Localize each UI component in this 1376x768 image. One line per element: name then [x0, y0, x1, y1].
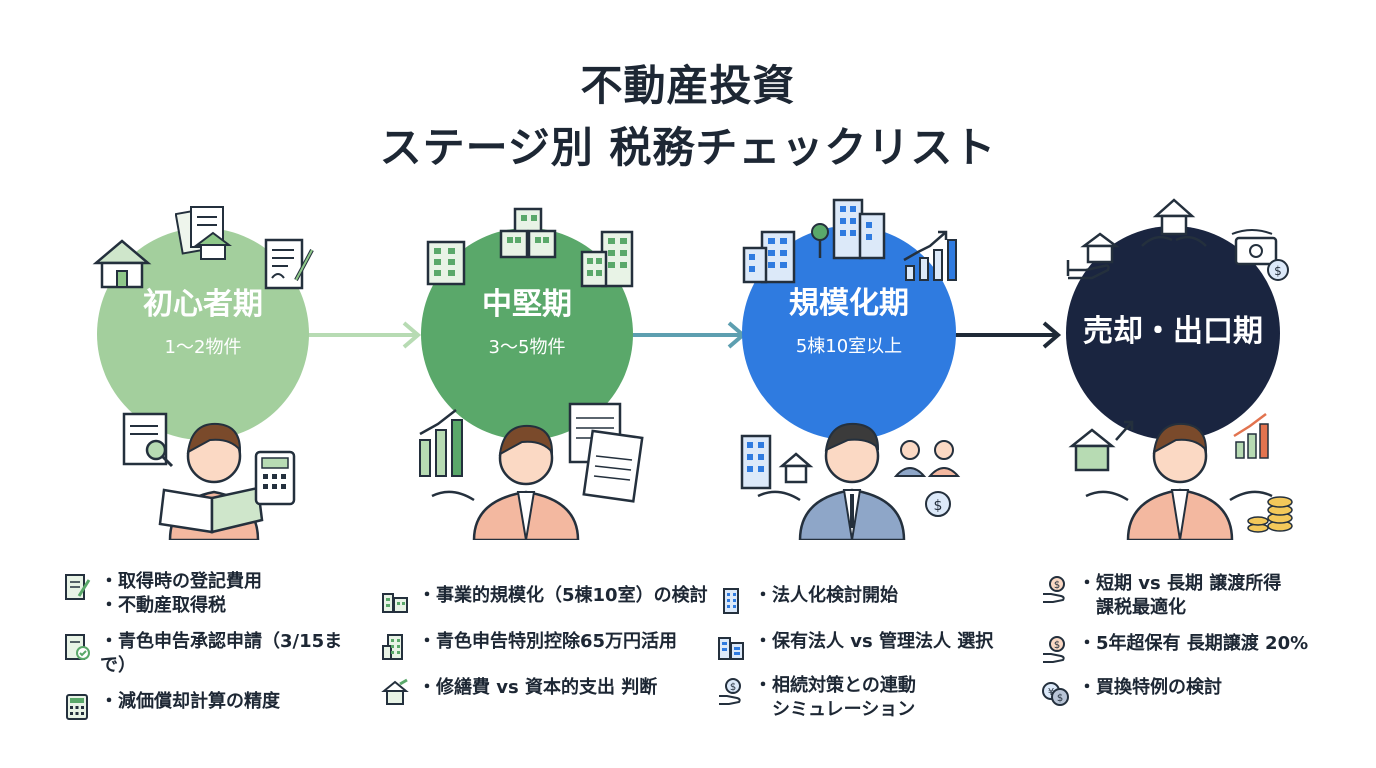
document-check-icon: [65, 634, 90, 660]
apartment-building-icon: [426, 240, 466, 286]
document-pen-icon: [65, 574, 91, 600]
arrow-3: [952, 321, 1062, 349]
stage-name: 規模化期: [789, 286, 909, 321]
svg-text:$: $: [1274, 264, 1282, 278]
stage-name: 中堅期: [482, 287, 572, 322]
person-exit-icon: [1068, 413, 1293, 540]
checklist-text: 保有法人 vs 管理法人 選択: [754, 630, 993, 654]
person-reading-icon: [122, 412, 296, 540]
checklist-item: 取得時の登記費用不動産取得税: [62, 570, 362, 618]
checklist-item: 青色申告承認申請（3/15まで）: [62, 630, 362, 678]
city-buildings-icon: [580, 230, 634, 288]
checklist-item: ¥$ 買換特例の検討: [1040, 676, 1360, 708]
checklist-item: 事業的規模化（5棟10室）の検討: [380, 584, 710, 616]
svg-text:$: $: [730, 682, 736, 693]
stage-name: 初心者期: [143, 287, 263, 322]
svg-text:$: $: [1054, 580, 1060, 591]
svg-text:$: $: [1057, 693, 1063, 704]
office-building-icon: [723, 588, 739, 614]
apartment-icon: [382, 634, 403, 660]
arrow-2: [627, 321, 747, 349]
checklist-item: $ 5年超保有 長期譲渡 20%: [1040, 632, 1360, 664]
buildings-icon: [382, 593, 408, 613]
checklist-item: 修繕費 vs 資本的支出 判断: [380, 676, 710, 708]
page-title-line1: 不動産投資: [580, 61, 796, 110]
stage-sub: 3〜5物件: [488, 337, 566, 358]
skyscraper-tree-icon: [811, 198, 886, 260]
contract-pen-icon: [264, 238, 314, 290]
growth-chart-icon: [903, 230, 957, 281]
svg-text:$: $: [934, 498, 943, 514]
person-business-icon: $: [740, 422, 961, 540]
hand-coin-icon: $: [1043, 636, 1065, 663]
svg-text:$: $: [1054, 640, 1060, 651]
svg-text:¥: ¥: [1048, 687, 1054, 698]
checklist-text: 取得時の登記費用: [100, 570, 262, 594]
checklist-item: 減価償却計算の精度: [62, 690, 362, 722]
money-exchange-icon: $: [1231, 229, 1289, 281]
stage-sub: 1〜2物件: [164, 337, 242, 358]
checklist-text: 事業的規模化（5棟10室）の検討: [418, 584, 708, 608]
checklist-text: 修繕費 vs 資本的支出 判断: [418, 676, 657, 700]
two-buildings-icon: [718, 637, 744, 660]
checklist-text: 不動産取得税: [100, 594, 262, 618]
page-title-line2: ステージ別 税務チェックリスト: [379, 123, 997, 172]
office-buildings-icon: [742, 230, 796, 284]
stage-name: 売却・出口期: [1083, 314, 1263, 349]
checklist-beginner: 取得時の登記費用不動産取得税 青色申告承認申請（3/15まで） 減価償却計算の精…: [62, 570, 362, 734]
calculator-icon: [66, 694, 88, 720]
hand-house-icon: [1066, 232, 1120, 280]
checklist-text: 課税最適化: [1096, 597, 1186, 618]
checklist-text: 青色申告承認申請（3/15まで）: [100, 630, 362, 678]
checklist-text: 買換特例の検討: [1078, 676, 1222, 700]
repair-icon: [381, 678, 409, 705]
checklist-text: 法人化検討開始: [754, 584, 898, 608]
checklist-item: 法人化検討開始: [716, 584, 1016, 616]
documents-house-icon: [175, 206, 232, 260]
arrow-1: [302, 321, 422, 349]
checklist-text: 青色申告特別控除65万円活用: [418, 630, 677, 654]
checklist-scale: 法人化検討開始 保有法人 vs 管理法人 選択 $ 相続対策との連動シミュレーシ…: [716, 584, 1016, 734]
checklist-item: 青色申告特別控除65万円活用: [380, 630, 710, 662]
yen-dollar-coins-icon: ¥$: [1042, 682, 1069, 706]
building-cluster-icon: [499, 207, 557, 259]
house-icon: [92, 239, 152, 289]
checklist-mid: 事業的規模化（5棟10室）の検討 青色申告特別控除65万円活用 修繕費 vs 資…: [380, 584, 710, 720]
checklist-item: 保有法人 vs 管理法人 選択: [716, 630, 1016, 662]
checklist-text: 5年超保有 長期譲渡 20%: [1078, 632, 1308, 656]
checklist-text: 減価償却計算の精度: [100, 690, 280, 714]
hand-coin-icon: $: [1043, 576, 1065, 603]
hand-coin-icon: $: [719, 678, 741, 705]
checklist-text: 相続対策との連動: [754, 674, 916, 698]
person-presenting-icon: [419, 402, 644, 540]
stage-sub: 5棟10室以上: [795, 336, 903, 357]
hands-house-icon: [1141, 198, 1207, 247]
checklist-text: シミュレーション: [772, 699, 916, 720]
checklist-text: 短期 vs 長期 譲渡所得: [1078, 572, 1281, 596]
